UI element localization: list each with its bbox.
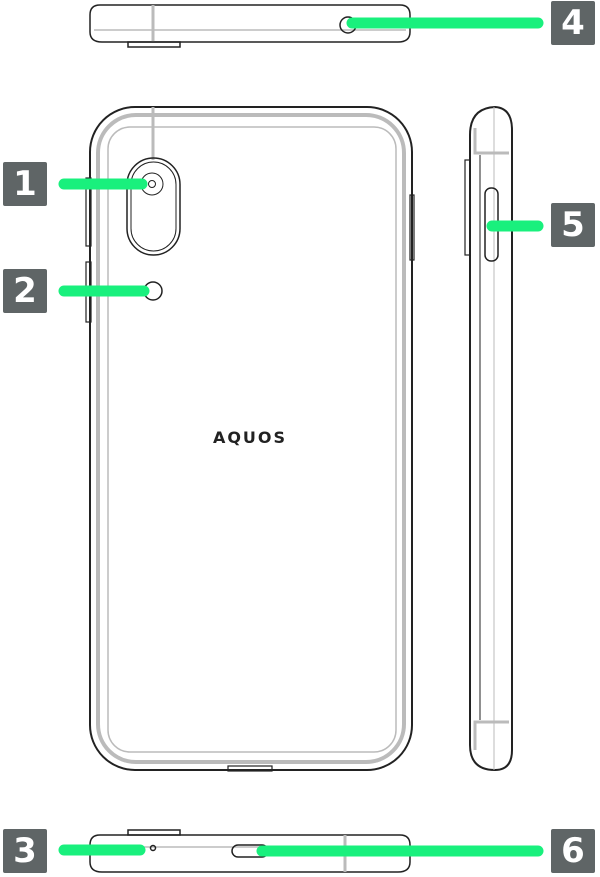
callout-badge-2: 2 [3,269,47,313]
phone-top-view [89,4,411,48]
callout-badge-4: 4 [551,1,595,45]
microphone-hole-icon [149,844,157,852]
callout-badge-1: 1 [3,162,47,206]
callout-badge-5: 5 [551,203,595,247]
callout-badge-3: 3 [3,829,47,873]
brand-logo: AQUOS [212,428,288,447]
callout-badge-6: 6 [551,829,595,873]
leader-lines [58,17,544,857]
phone-side-view [464,105,513,772]
camera-module [126,157,181,256]
